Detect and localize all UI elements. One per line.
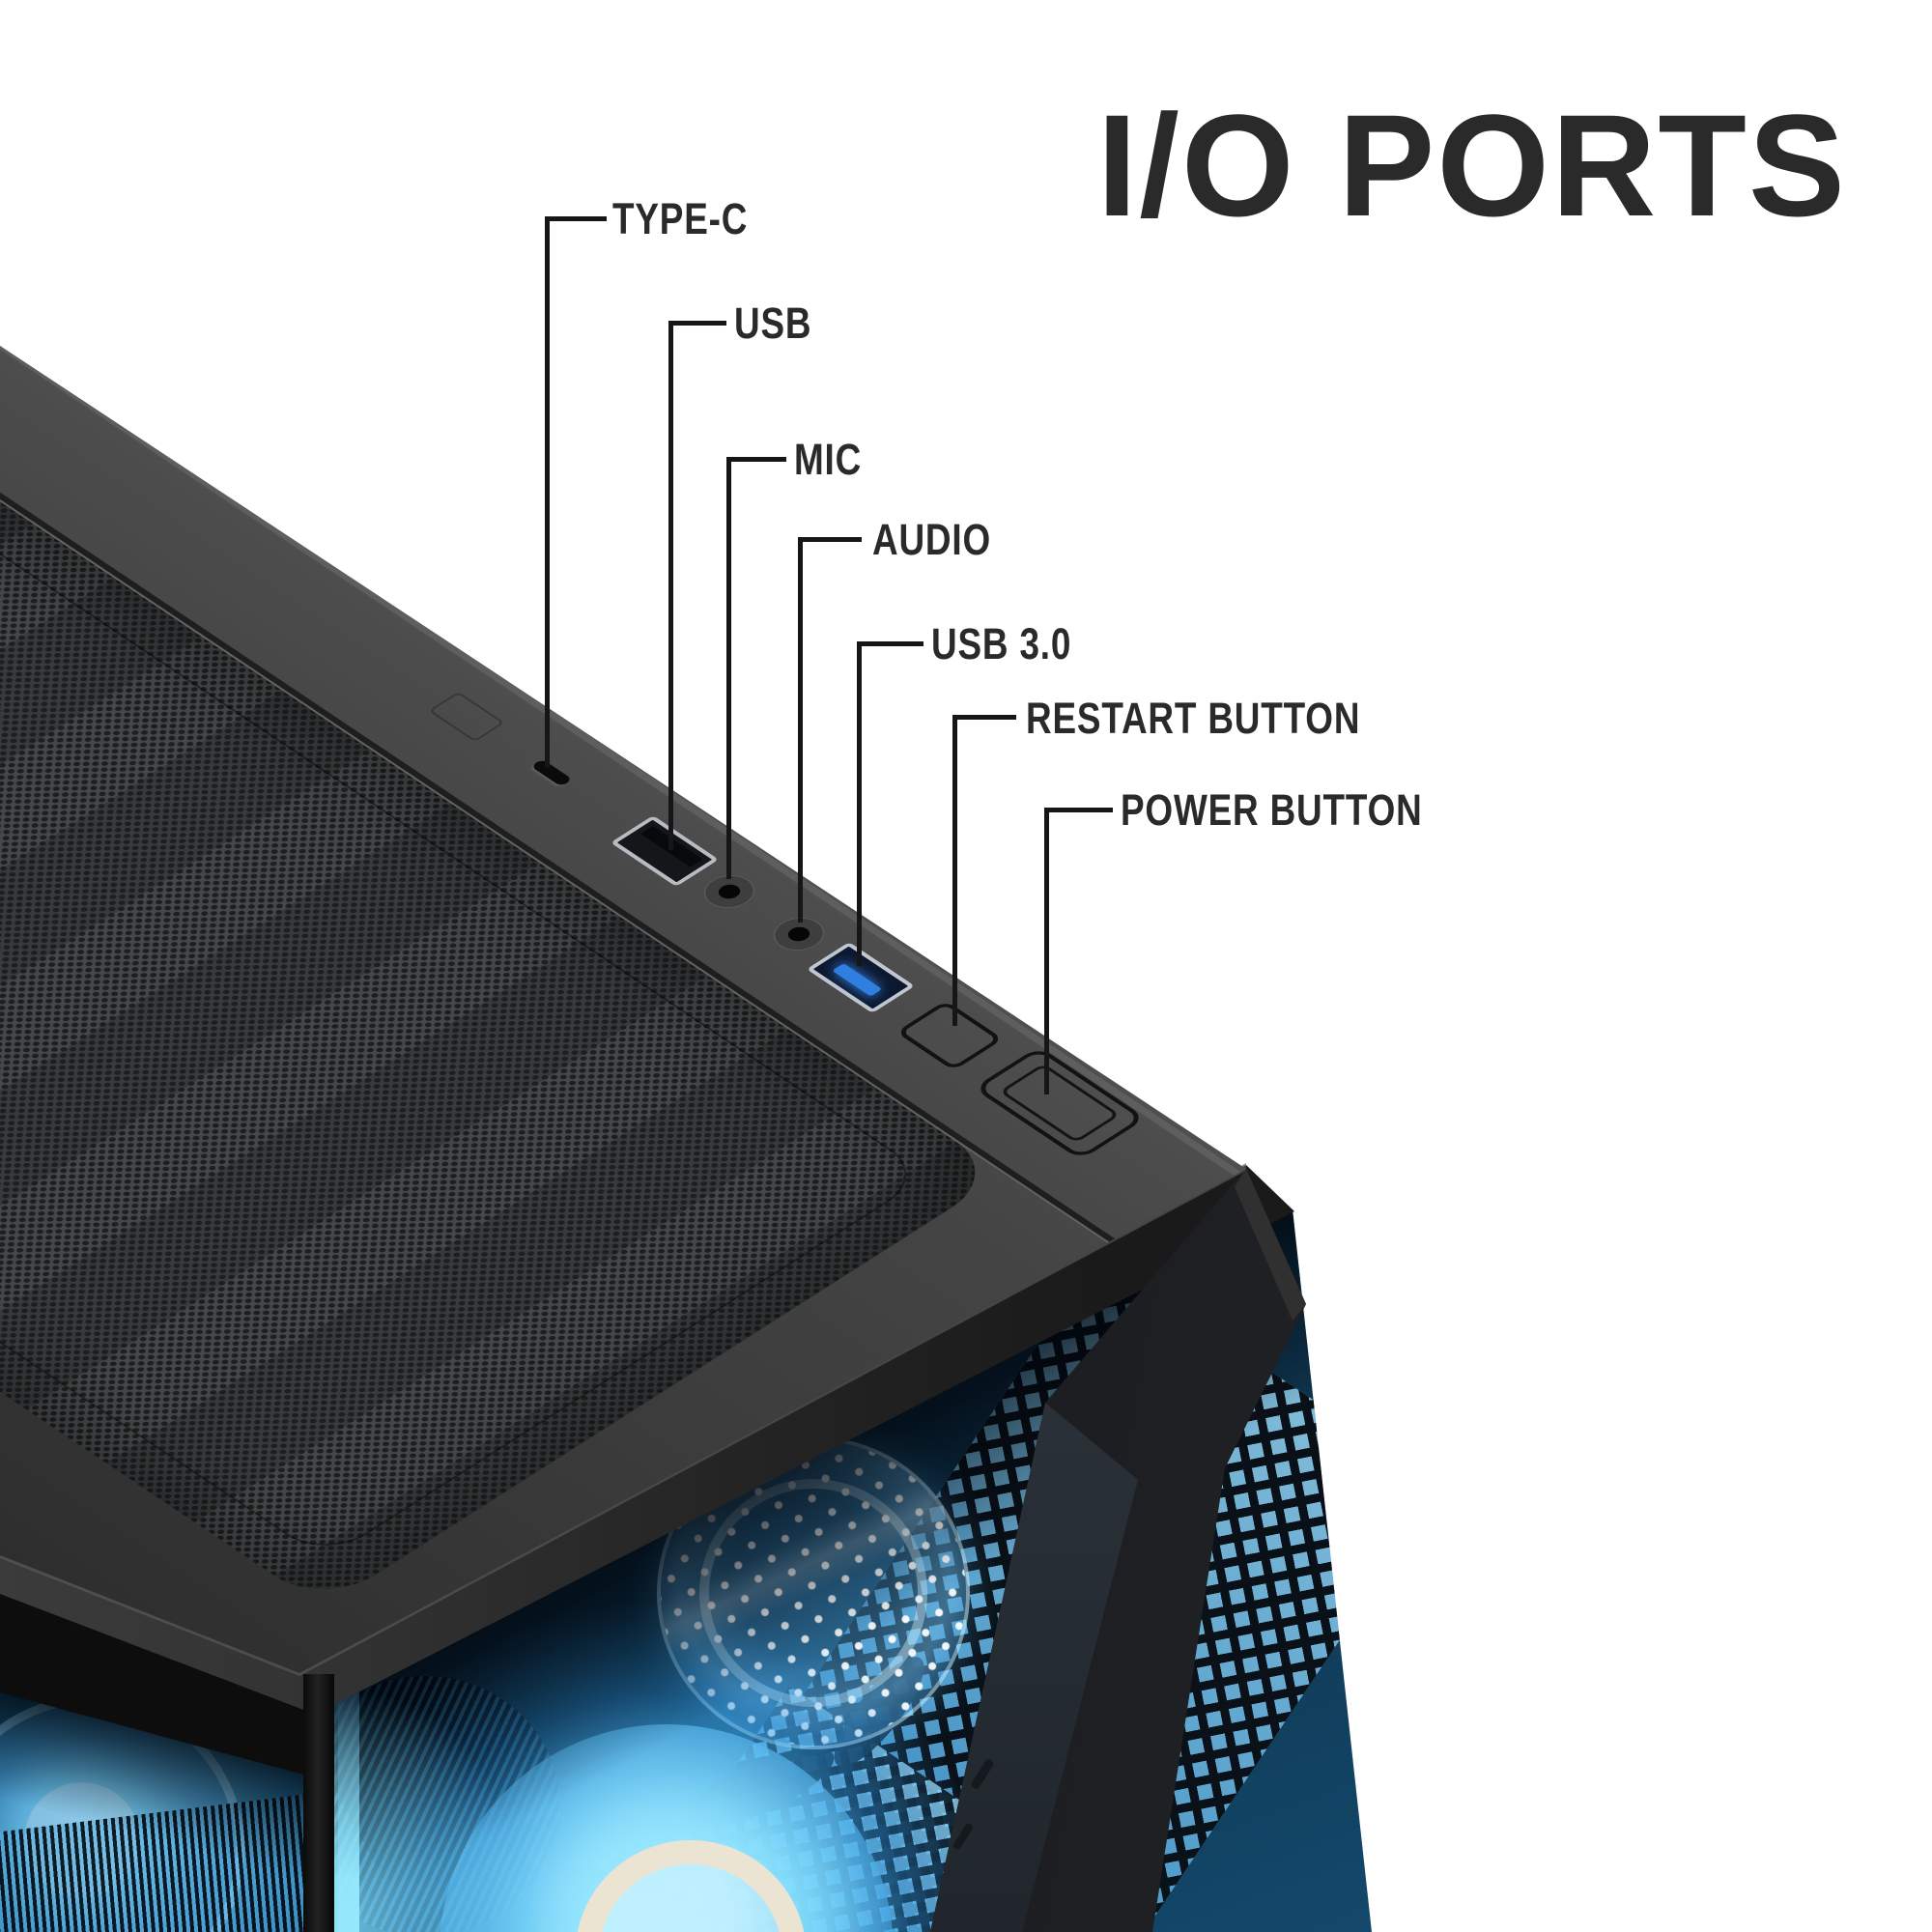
glass-edge <box>334 1678 359 1932</box>
callout-line <box>545 216 550 768</box>
page-title: I/O PORTS <box>1096 84 1847 246</box>
callout-line <box>1044 808 1049 1094</box>
callout-line <box>1044 808 1113 812</box>
callout-label: USB <box>734 298 812 348</box>
callout-line <box>726 457 731 879</box>
callout-line <box>668 321 726 326</box>
callout-line <box>952 715 1016 720</box>
callout-line <box>726 457 786 462</box>
callout-label: AUDIO <box>872 515 991 564</box>
callout-line <box>952 715 957 1026</box>
callout-line <box>857 641 923 646</box>
callout-label: RESTART BUTTON <box>1026 694 1361 743</box>
callout-label: POWER BUTTON <box>1121 785 1423 835</box>
callout-line <box>798 537 803 923</box>
callout-line <box>857 641 862 966</box>
callout-label: USB 3.0 <box>931 619 1072 668</box>
callout-line <box>668 321 673 850</box>
callout-line <box>545 216 607 221</box>
front-corner-pillar <box>303 1674 334 1932</box>
callout-line <box>798 537 862 542</box>
glass-edge-glow <box>338 1671 541 1932</box>
callout-label: MIC <box>794 435 863 484</box>
callout-label: TYPE-C <box>612 194 749 243</box>
